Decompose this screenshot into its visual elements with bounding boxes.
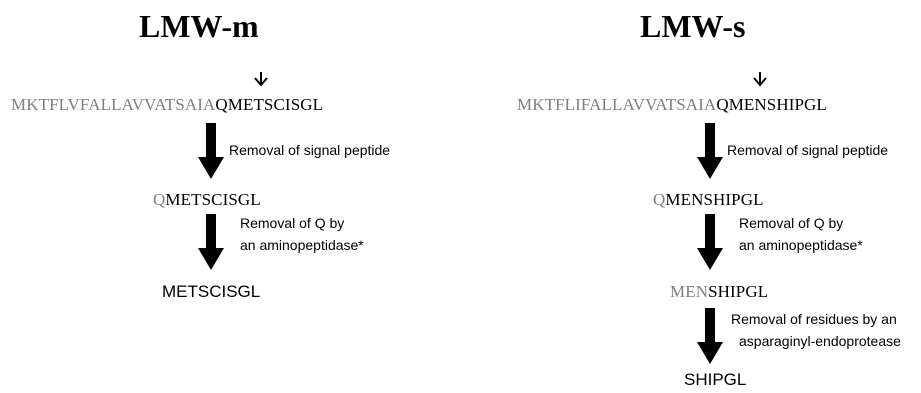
right-removed-q: Q	[653, 190, 666, 209]
left-removed-q: Q	[153, 190, 166, 209]
left-step1-arrow-icon	[198, 123, 224, 179]
left-step2-label-line2: an aminopeptidase*	[240, 237, 364, 253]
left-step2-arrow-icon	[198, 214, 224, 270]
right-final-sequence: SHIPGL	[684, 370, 747, 389]
right-step3-label-line1: Removal of residues by an	[731, 311, 897, 327]
left-sequence-2: QMETSCISGL	[153, 190, 261, 210]
left-step1-label: Removal of signal peptide	[229, 142, 391, 158]
left-signal-peptide: MKTFLVFALLAVVATSAIA	[11, 95, 216, 114]
right-retained-shipgl: SHIPGL	[708, 282, 769, 301]
right-title: LMW-s	[640, 8, 746, 44]
left-retained: METSCISGL	[165, 190, 261, 209]
right-mature-start: QMENSHIPGL	[716, 95, 827, 114]
right-sequence-3: MENSHIPGL	[670, 282, 768, 302]
right-step1-label: Removal of signal peptide	[727, 142, 889, 158]
left-step2-label-line1: Removal of Q by	[240, 215, 345, 231]
left-mature-start: QMETSCISGL	[215, 95, 324, 114]
right-signal-peptide: MKTFLIFALLAVVATSAIA	[517, 95, 717, 114]
right-cleavage-chevron-icon	[753, 72, 767, 87]
right-step2-label-line2: an aminopeptidase*	[739, 237, 863, 253]
left-final-sequence: METSCISGL	[162, 282, 261, 301]
right-sequence-1: MKTFLIFALLAVVATSAIAQMENSHIPGL	[517, 95, 827, 115]
left-cleavage-chevron-icon	[254, 72, 268, 87]
left-sequence-1: MKTFLVFALLAVVATSAIAQMETSCISGL	[11, 95, 323, 115]
right-step2-label-line1: Removal of Q by	[739, 215, 844, 231]
left-title: LMW-m	[139, 8, 259, 44]
right-step2-arrow-icon	[697, 214, 723, 270]
right-sequence-2: QMENSHIPGL	[653, 190, 764, 210]
right-retained: MENSHIPGL	[665, 190, 764, 209]
right-removed-men: MEN	[670, 282, 709, 301]
right-step1-arrow-icon	[697, 123, 723, 179]
right-step3-arrow-icon	[697, 308, 723, 364]
right-step3-label-line2: asparaginyl-endoprotease	[739, 333, 901, 349]
